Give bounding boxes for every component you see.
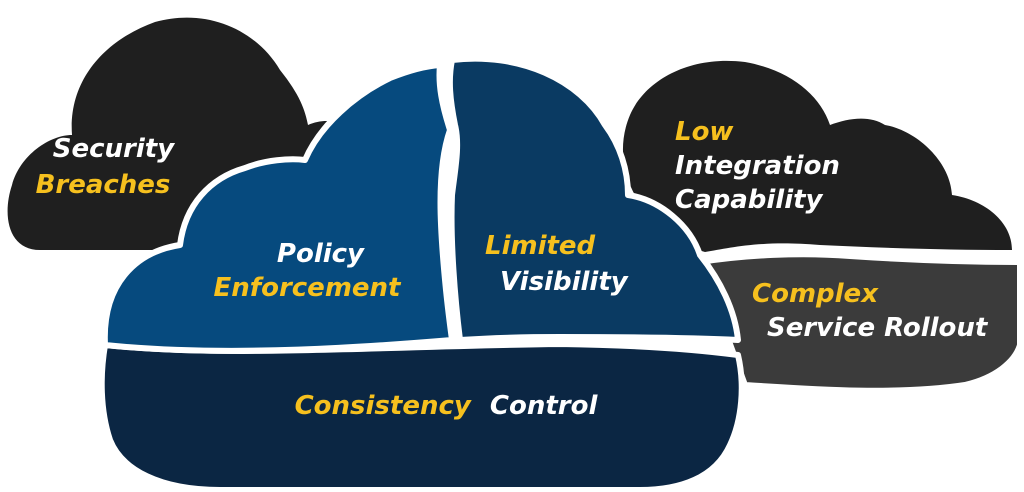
security-line1: Security (53, 134, 175, 164)
service-rollout-label: Complex Service Rollout (752, 279, 989, 343)
limited-visibility-label: Limited Visibility (485, 231, 629, 297)
consistency-word1: Consistency (295, 391, 472, 421)
policy-enforcement-label: Policy Enforcement (214, 239, 403, 303)
policy-line2: Enforcement (214, 273, 403, 303)
limited-visibility-section (446, 55, 741, 343)
security-breaches-label: Security Breaches (36, 134, 184, 200)
policy-enforcement-section (101, 62, 455, 354)
consistency-control-section (98, 341, 745, 492)
consistency-control-label: Consistency Control (295, 391, 599, 421)
consistency-word2: Control (490, 391, 599, 421)
visibility-line1: Limited (485, 231, 596, 261)
integration-line1: Low (675, 117, 734, 147)
integration-cloud (622, 60, 1012, 253)
integration-line3: Capability (675, 185, 824, 215)
visibility-line2: Visibility (500, 267, 629, 297)
security-line2: Breaches (36, 170, 171, 200)
integration-label: Low Integration Capability (675, 117, 849, 215)
integration-line2: Integration (675, 151, 840, 181)
service-rollout-cloud (697, 251, 1023, 394)
policy-line1: Policy (277, 239, 365, 269)
rollout-line1: Complex (752, 279, 879, 309)
rollout-line2: Service Rollout (767, 313, 989, 343)
